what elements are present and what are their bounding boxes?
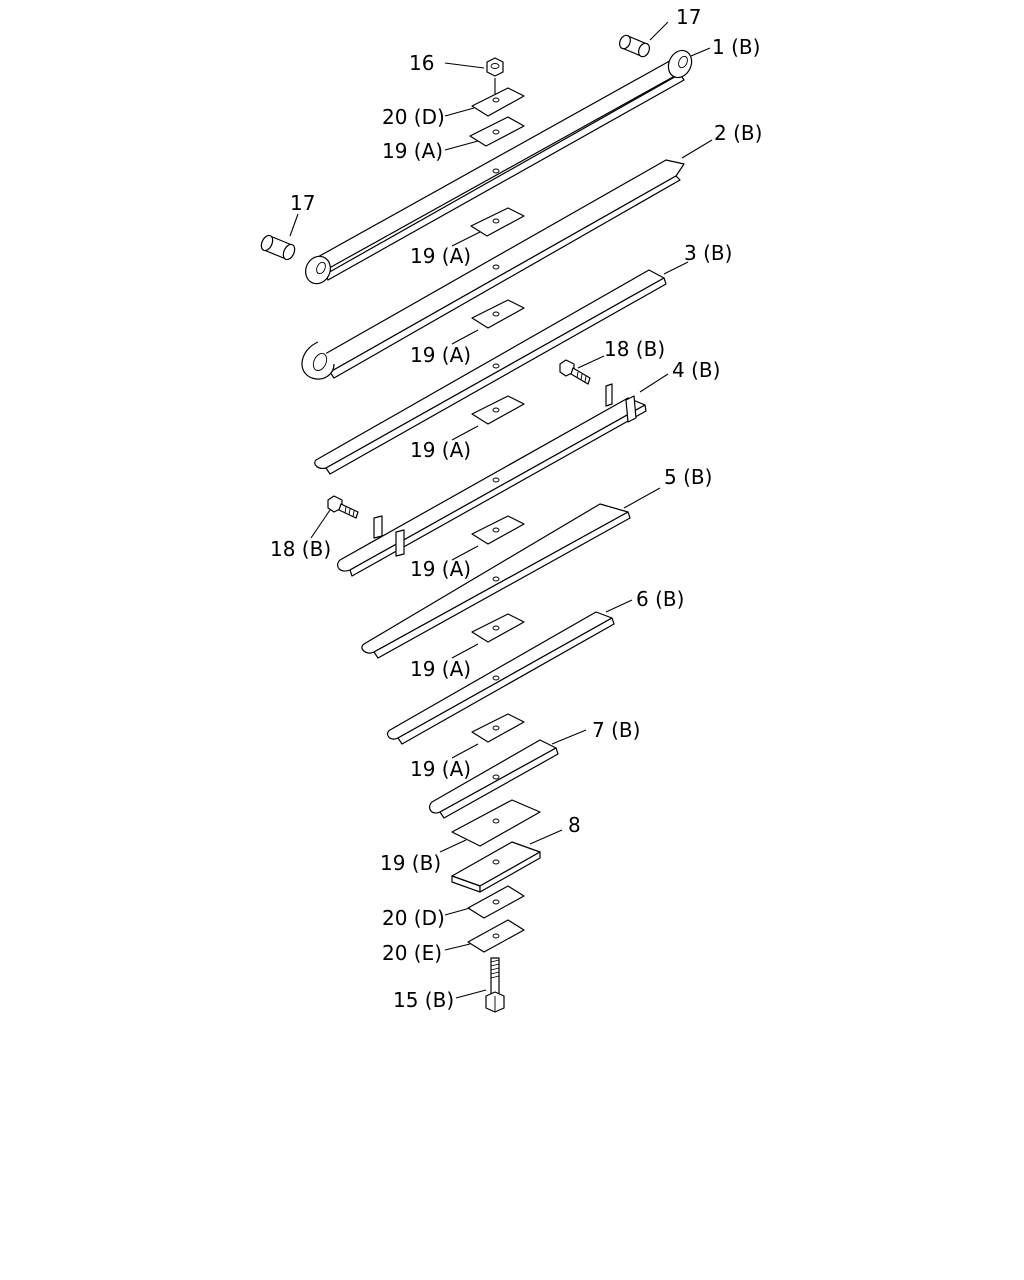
- label-19a-3: 19 (A): [410, 343, 471, 367]
- label-15b: 15 (B): [393, 988, 454, 1012]
- label-19a-5: 19 (A): [410, 557, 471, 581]
- insulator-19a-6: [451, 613, 525, 659]
- label-5b: 5 (B): [664, 465, 712, 489]
- plate-20d-top: [444, 87, 525, 117]
- label-18b-left: 18 (B): [270, 537, 331, 561]
- label-19a-2: 19 (A): [410, 244, 471, 268]
- label-19a-6: 19 (A): [410, 657, 471, 681]
- label-17-top: 17: [676, 5, 701, 29]
- label-4b: 4 (B): [672, 358, 720, 382]
- label-2b: 2 (B): [714, 121, 762, 145]
- plate-20d-bottom: [444, 885, 525, 919]
- insulator-19a-5: [451, 515, 525, 561]
- label-7b: 7 (B): [592, 718, 640, 742]
- label-19a-1: 19 (A): [382, 139, 443, 163]
- leaf-2b: [301, 139, 713, 380]
- insulator-19a-4: [451, 395, 525, 441]
- leaf-7b: [428, 729, 587, 819]
- leaf-4b: [337, 373, 669, 577]
- leaf-6b: [386, 599, 633, 745]
- label-1b: 1 (B): [712, 35, 760, 59]
- label-16: 16: [409, 51, 434, 75]
- leaf-3b: [314, 261, 689, 475]
- label-19b: 19 (B): [380, 851, 441, 875]
- label-17-left: 17: [290, 191, 315, 215]
- label-3b: 3 (B): [684, 241, 732, 265]
- bolt-18b-left: [310, 495, 359, 539]
- insulator-19a-1: [444, 116, 525, 151]
- insulator-19a-2: [451, 207, 525, 247]
- label-6b: 6 (B): [636, 587, 684, 611]
- bolt-18b-right: [559, 355, 605, 385]
- label-19a-4: 19 (A): [410, 438, 471, 462]
- insulator-19a-3: [451, 299, 525, 345]
- leaf-5b: [361, 487, 661, 659]
- center-bolt-15b: [455, 957, 505, 1013]
- label-18b-right: 18 (B): [604, 337, 665, 361]
- plate-20e: [444, 919, 525, 953]
- nut-16: [444, 57, 504, 98]
- label-20d-bottom: 20 (D): [382, 906, 445, 930]
- label-20d-top: 20 (D): [382, 105, 445, 129]
- main-leaf-1b: [305, 47, 711, 285]
- label-8: 8: [568, 813, 581, 837]
- label-20e: 20 (E): [382, 941, 442, 965]
- insulator-19a-7: [451, 713, 525, 759]
- bushing-17-top: [618, 21, 669, 58]
- insulator-19b: [439, 799, 541, 853]
- label-19a-7: 19 (A): [410, 757, 471, 781]
- spacer-8: [451, 829, 563, 893]
- bushing-17-left: [260, 213, 299, 261]
